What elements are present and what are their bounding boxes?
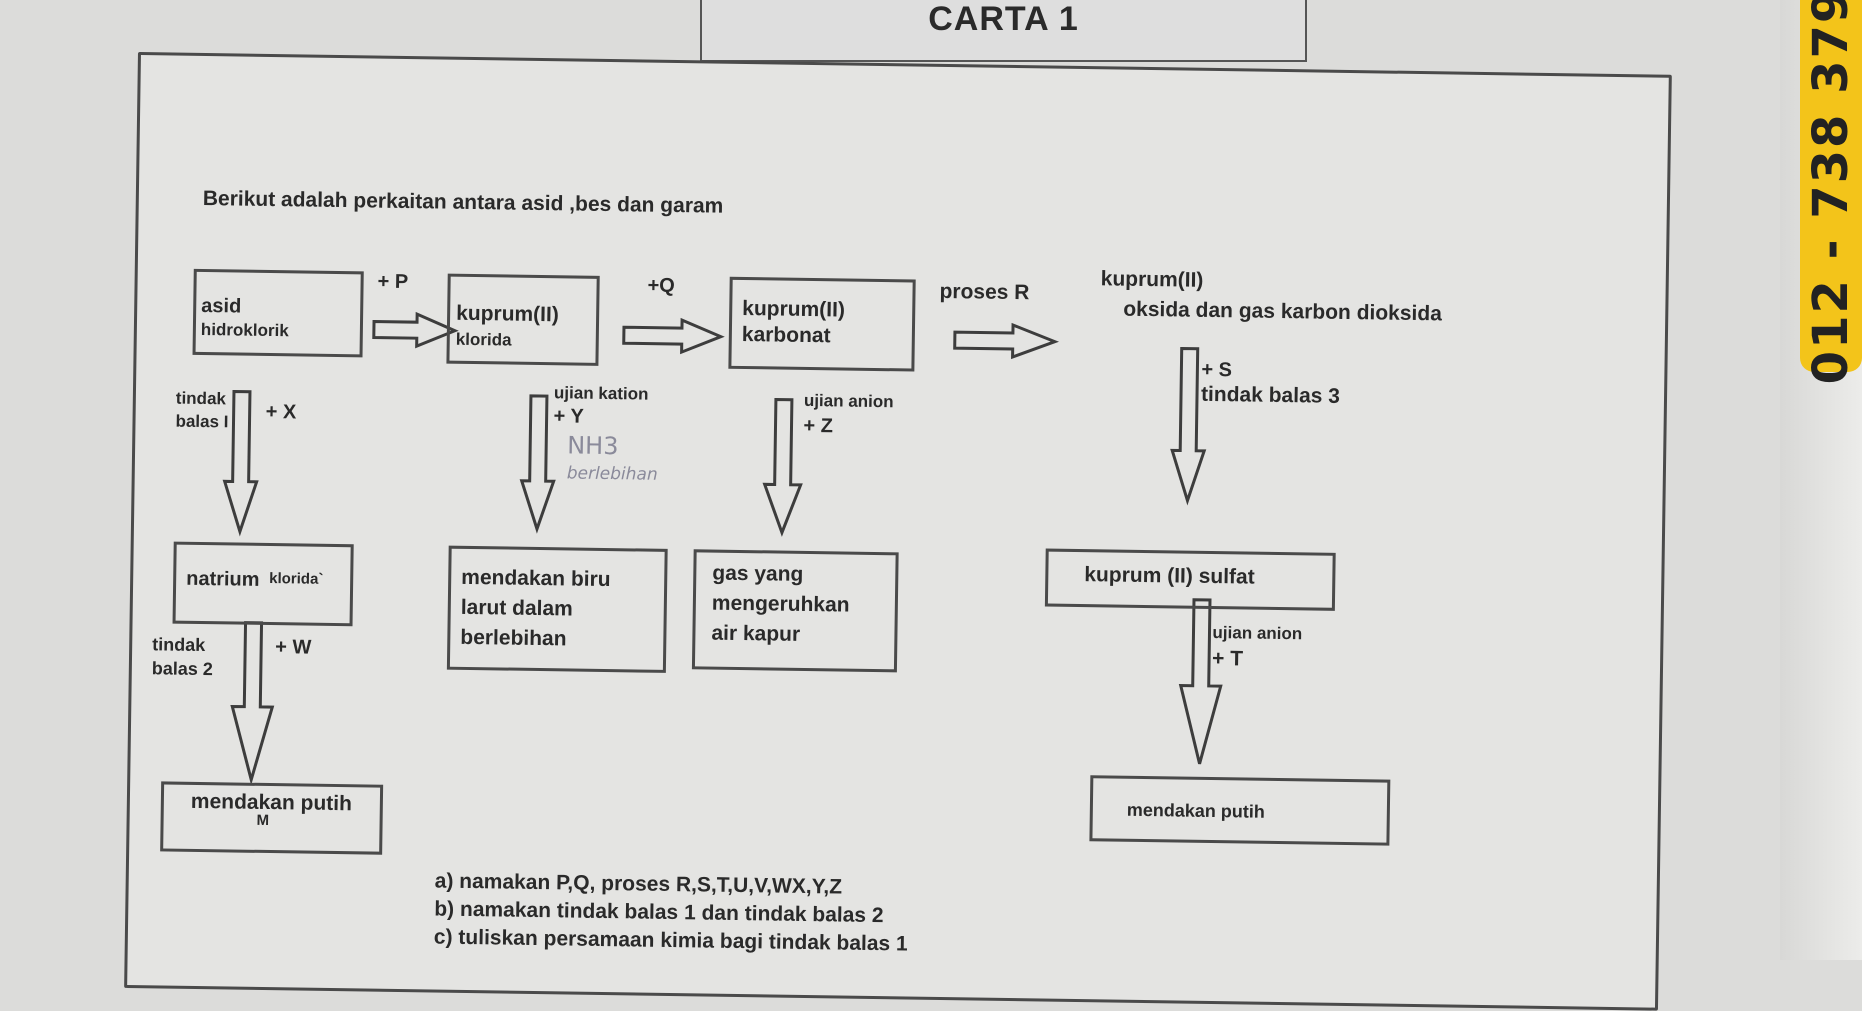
- node-kuprum-karbonat-line2: karbonat: [741, 322, 831, 348]
- arrow-plus-p: [372, 311, 459, 349]
- arrow-plus-w: [230, 621, 275, 786]
- node-gas-air-kapur: gas yang mengeruhkan air kapur: [691, 549, 899, 673]
- node-mendakan-biru: mendakan biru larut dalam berlebihan: [446, 545, 668, 673]
- label-plus-s: + S: [1201, 358, 1233, 382]
- node-kuprum-klorida-line2: klorida: [455, 329, 512, 350]
- node-kuprum-klorida-line1: kuprum(II): [455, 301, 559, 327]
- node-kuprum-klorida: kuprum(II) klorida: [446, 273, 600, 366]
- label-plus-p: + P: [377, 270, 409, 294]
- node-natrium-klorida: natrium klorida`: [172, 541, 354, 627]
- phone-number-text: 012 - 738 379: [1803, 0, 1859, 385]
- arrow-plus-q: [622, 317, 725, 355]
- page-title: CARTA 1: [928, 0, 1079, 38]
- node-mendakan-biru-line3: berlebihan: [460, 625, 567, 651]
- node-gas-line3: air kapur: [711, 621, 801, 646]
- label-plus-t: + T: [1211, 647, 1244, 671]
- node-mendakan-biru-line1: mendakan biru: [461, 565, 611, 592]
- label-tindak-balas-1-line1: tindak: [175, 388, 227, 409]
- chart-card: Berikut adalah perkaitan antara asid ,be…: [124, 52, 1672, 1011]
- node-oksida-line2: oksida dan gas karbon dioksida: [1123, 297, 1443, 326]
- handwritten-nh3: NH3: [567, 431, 619, 461]
- node-gas-line1: gas yang: [712, 561, 804, 586]
- handwritten-berlebihan: berlebihan: [566, 463, 658, 485]
- node-gas-line2: mengeruhkan: [711, 591, 850, 617]
- node-oksida-line1: kuprum(II): [1100, 267, 1204, 292]
- node-kuprum-karbonat-line1: kuprum(II): [742, 296, 846, 322]
- label-plus-q: +Q: [647, 274, 676, 297]
- label-tindak-balas-2-line2: balas 2: [151, 658, 214, 680]
- arrow-plus-x: [222, 389, 259, 537]
- node-mendakan-putih-text: mendakan putih: [1126, 799, 1266, 822]
- label-plus-z: + Z: [803, 414, 834, 438]
- node-kuprum-sulfat-text: kuprum (II) sulfat: [1084, 563, 1255, 589]
- node-mendakan-putih: mendakan putih: [1089, 775, 1391, 846]
- node-asid-hidroklorik: asid hidroklorik: [192, 268, 364, 358]
- arrow-proses-r: [953, 322, 1060, 360]
- label-tindak-balas-3: tindak balas 3: [1200, 382, 1341, 408]
- node-mendakan-putih-m-line1: mendakan putih: [190, 789, 353, 816]
- node-natrium-klorida-a: natrium: [186, 567, 260, 591]
- node-mendakan-putih-m-line2: M: [256, 811, 270, 830]
- node-asid-line2: hidroklorik: [200, 319, 289, 341]
- label-ujian-anion-1: ujian anion: [803, 390, 894, 412]
- label-ujian-anion-2: ujian anion: [1212, 623, 1303, 644]
- arrow-plus-z: [762, 397, 803, 537]
- title-box: CARTA 1: [700, 0, 1307, 62]
- flow-arrows: [222, 311, 1223, 786]
- node-mendakan-biru-line2: larut dalam: [460, 595, 574, 621]
- label-ujian-kation: ujian kation: [553, 383, 649, 404]
- arrow-plus-y: [519, 394, 556, 534]
- label-plus-w: + W: [275, 636, 312, 659]
- arrow-plus-s: [1170, 346, 1207, 506]
- label-tindak-balas-2-line1: tindak: [152, 634, 206, 656]
- node-asid-line1: asid: [201, 294, 242, 318]
- arrow-plus-t: [1178, 598, 1223, 765]
- label-plus-y: + Y: [553, 405, 585, 428]
- label-tindak-balas-1-line2: balas I: [175, 411, 229, 432]
- phone-number-label: 012 - 738 379: [1800, 0, 1862, 384]
- node-kuprum-sulfat: kuprum (II) sulfat: [1044, 548, 1336, 611]
- node-kuprum-karbonat: kuprum(II) karbonat: [728, 276, 916, 372]
- label-proses-r: proses R: [939, 279, 1030, 305]
- node-mendakan-putih-m: mendakan putih M: [160, 781, 384, 855]
- label-plus-x: + X: [265, 400, 297, 424]
- node-natrium-klorida-b: klorida`: [269, 570, 324, 588]
